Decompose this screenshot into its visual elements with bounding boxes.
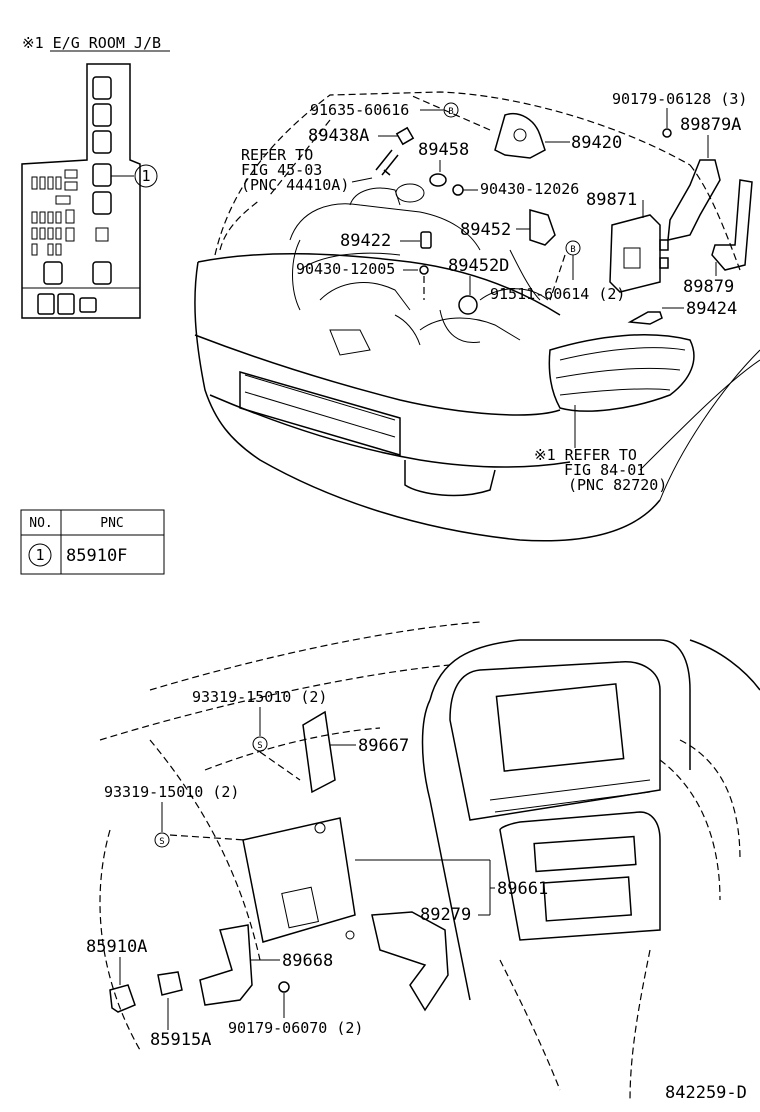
part-89438a-label: 89438A bbox=[308, 126, 369, 146]
refer-1-line-3: (PNC 44410A) bbox=[241, 176, 349, 194]
table-header-pnc: PNC bbox=[100, 516, 123, 531]
part-89871-label: 89871 bbox=[586, 190, 637, 210]
display-unit-icon bbox=[495, 683, 625, 772]
part-89667-label: 89667 bbox=[358, 736, 409, 756]
part-91511-60614-label: 91511-60614 (2) bbox=[490, 285, 625, 303]
engine-bay-illustration bbox=[194, 91, 760, 542]
table-row-pnc: 85910F bbox=[66, 546, 127, 566]
bracket-89879-icon bbox=[711, 179, 753, 271]
part-89424-label: 89424 bbox=[686, 299, 737, 319]
table-row-callout-icon bbox=[28, 543, 52, 567]
nut-90179-06070-icon bbox=[278, 981, 290, 993]
refer-2-line-2: FIG 84-01 bbox=[564, 461, 645, 479]
jb-title: ※1 E/G ROOM J/B bbox=[22, 34, 161, 52]
sensor-89458-icon bbox=[429, 173, 447, 187]
console-panel-icon bbox=[533, 835, 637, 873]
part-89420-label: 89420 bbox=[571, 133, 622, 153]
bolt-b-symbol: B bbox=[448, 107, 453, 117]
sensor-89452-icon bbox=[529, 209, 556, 246]
table-header-no: NO. bbox=[29, 516, 52, 531]
sensor-89452d-icon bbox=[458, 295, 478, 315]
duct-89279-icon bbox=[371, 911, 449, 1012]
cover-89667-icon bbox=[302, 710, 336, 794]
part-89458-label: 89458 bbox=[418, 140, 469, 160]
screw-s-icon bbox=[252, 736, 268, 752]
gasket-90430-12026-icon bbox=[452, 184, 464, 196]
gasket-90430-12005-icon bbox=[419, 265, 429, 275]
screw-s2-icon bbox=[154, 832, 170, 848]
table-row-no: 1 bbox=[35, 546, 44, 564]
refer-1-line-1: REFER TO bbox=[241, 146, 313, 164]
junction-block: ※1 E/G ROOM J/B bbox=[21, 34, 170, 319]
bracket-89879a-icon bbox=[667, 159, 721, 241]
sensor-89422-icon bbox=[420, 231, 432, 249]
part-89279-label: 89279 bbox=[420, 905, 471, 925]
part-89661-label: 89661 bbox=[497, 879, 548, 899]
ecu-89871-icon bbox=[609, 214, 661, 293]
ecu-89661-icon bbox=[242, 817, 356, 943]
refer-2-line-3: (PNC 82720) bbox=[568, 476, 667, 494]
bracket-89668-icon bbox=[199, 924, 253, 1006]
part-85910a-label: 85910A bbox=[86, 937, 147, 957]
part-90430-12026-label: 90430-12026 bbox=[480, 180, 579, 198]
nut-icon bbox=[662, 128, 672, 138]
relay-85910a-icon bbox=[109, 984, 136, 1013]
part-93319-15010-a-label: 93319-15010 (2) bbox=[192, 688, 327, 706]
part-90430-12005-label: 90430-12005 bbox=[296, 260, 395, 278]
part-93319-15010-b-label: 93319-15010 (2) bbox=[104, 783, 239, 801]
screw-s2-symbol: S bbox=[159, 837, 164, 847]
part-89879-label: 89879 bbox=[683, 277, 734, 297]
part-89879a-label: 89879A bbox=[680, 115, 741, 135]
sensor-89424-icon bbox=[627, 311, 663, 325]
part-89422-label: 89422 bbox=[340, 231, 391, 251]
part-89452d-label: 89452D bbox=[448, 256, 509, 276]
relay-85915a-icon bbox=[157, 971, 183, 996]
part-90179-06128-label: 90179-06128 (3) bbox=[612, 90, 747, 108]
part-85915a-label: 85915A bbox=[150, 1030, 211, 1050]
figure-code: 842259-D bbox=[665, 1083, 747, 1103]
callout-1-label: 1 bbox=[141, 167, 150, 185]
refer-1-line-2: FIG 45-03 bbox=[241, 161, 322, 179]
sensor-probe-icon bbox=[375, 149, 399, 176]
part-90179-06070-label: 90179-06070 (2) bbox=[228, 1019, 363, 1037]
interior-parts: 93319-15010 (2) S 89667 93319-15010 (2) … bbox=[86, 688, 747, 1103]
refer-2-line-1: ※1 REFER TO bbox=[534, 446, 637, 464]
bolt-b2-symbol: B bbox=[570, 245, 575, 255]
callout-1-icon bbox=[134, 164, 158, 188]
reference-table: NO. PNC 1 85910F bbox=[20, 509, 165, 575]
part-91635-60616-label: 91635-60616 bbox=[310, 101, 409, 119]
interior-illustration bbox=[99, 621, 760, 1101]
part-89668-label: 89668 bbox=[282, 951, 333, 971]
screw-s-symbol: S bbox=[257, 741, 262, 751]
part-89452-label: 89452 bbox=[460, 220, 511, 240]
engine-bay-parts: 91635-60616 B 89438A REFER TO FIG 45-03 … bbox=[241, 90, 753, 494]
throttle-sensor-89420-icon bbox=[494, 113, 546, 159]
sensor-89438a-icon bbox=[395, 126, 415, 146]
